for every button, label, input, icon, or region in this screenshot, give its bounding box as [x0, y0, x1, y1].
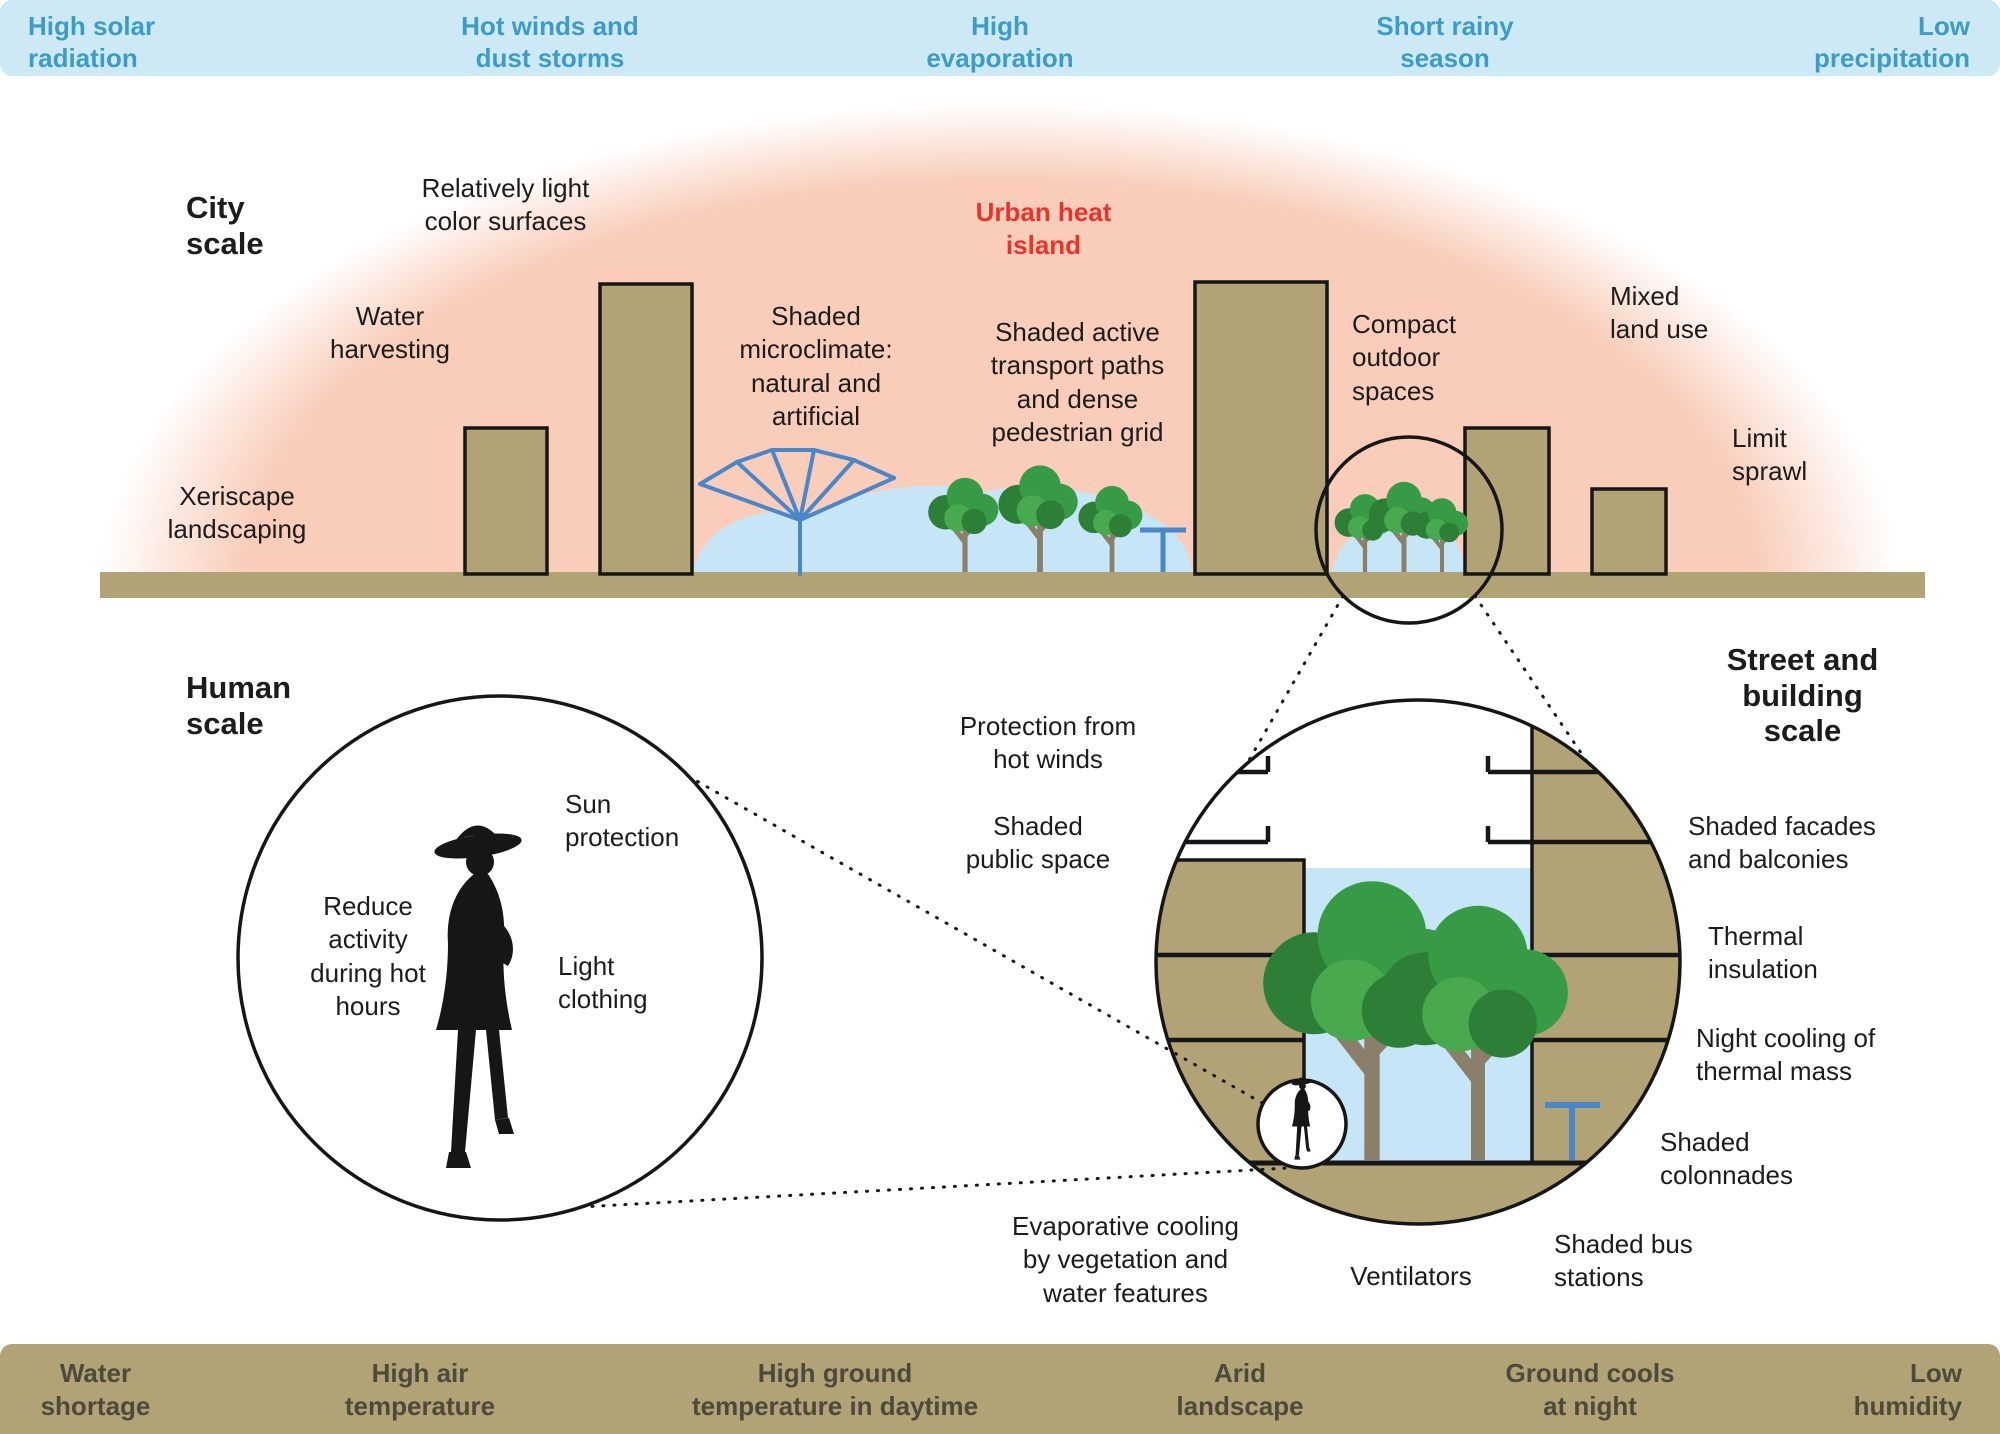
banner-item-low-humidity: Low humidity — [1853, 1358, 1962, 1421]
city-buildings — [463, 280, 1668, 576]
street-scale-title: Street and building scale — [1726, 642, 1879, 749]
city-scale-title: City scale — [186, 190, 264, 261]
callout-dashed-lines-human — [579, 774, 1290, 1209]
banner-item-water-shortage: Water shortage — [40, 1358, 151, 1421]
building — [1463, 426, 1551, 576]
banner-item-precipitation: Low precipitation — [1813, 11, 1970, 73]
building — [463, 426, 549, 576]
banner-item-hot-winds: Hot winds and dust storms — [461, 11, 639, 73]
label-mixed-land-use: Mixed land use — [1610, 281, 1709, 345]
banner-item-arid-landscape: Arid landscape — [1176, 1358, 1304, 1421]
label-light-surfaces: Relatively light color surfaces — [421, 173, 590, 237]
label-light-clothing: Light clothing — [558, 951, 648, 1015]
label-ventilators: Ventilators — [1350, 1261, 1472, 1291]
label-water-harvesting: Water harvesting — [330, 301, 450, 365]
label-shaded-colonnades: Shaded colonnades — [1660, 1127, 1793, 1191]
label-urban-heat-island: Urban heat island — [975, 197, 1112, 261]
label-evaporative-cooling: Evaporative cooling by vegetation and wa… — [1012, 1211, 1239, 1308]
street-zoom-circle — [1154, 698, 1682, 1226]
banner-item-ground-temperature: High ground temperature in daytime — [691, 1358, 979, 1421]
label-shaded-public-space: Shaded public space — [965, 811, 1111, 875]
water-feature-icon — [1140, 527, 1186, 572]
ventilator-icon — [1545, 1102, 1600, 1160]
ground-strip — [100, 572, 1925, 598]
label-xeriscape: Xeriscape landscaping — [167, 481, 307, 545]
label-night-cooling: Night cooling of thermal mass — [1696, 1023, 1876, 1087]
label-shaded-transport: Shaded active transport paths and dense … — [990, 317, 1165, 447]
urban-heat-island-dome — [100, 103, 1900, 586]
banner-item-ground-cools: Ground cools at night — [1505, 1358, 1675, 1421]
label-shaded-microclimate: Shaded microclimate: natural and artific… — [739, 301, 893, 431]
label-thermal-insulation: Thermal insulation — [1708, 921, 1818, 985]
label-sun-protection: Sun protection — [565, 789, 680, 853]
banner-item-air-temperature: High air temperature — [344, 1358, 496, 1421]
building — [1590, 487, 1668, 576]
human-scale-title: Human scale — [186, 670, 292, 741]
ground-conditions-banner: Water shortage High air temperature High… — [0, 1344, 2000, 1434]
building — [598, 282, 694, 576]
climate-top-banner: High solar radiation Hot winds and dust … — [0, 0, 2000, 76]
label-reduce-activity: Reduce activity during hot hours — [310, 891, 426, 1021]
label-shaded-bus-stations: Shaded bus stations — [1554, 1229, 1693, 1293]
label-protection-hot-winds: Protection from hot winds — [959, 711, 1137, 775]
label-shaded-facades: Shaded facades and balconies — [1688, 811, 1876, 875]
banner-item-rainy-season: Short rainy season — [1376, 11, 1514, 73]
building — [1193, 280, 1329, 576]
shade-structure-icon — [698, 448, 896, 576]
banner-item-evaporation: High evaporation — [926, 11, 1074, 73]
banner-item-solar-radiation: High solar radiation — [28, 11, 156, 73]
label-compact-outdoor: Compact outdoor spaces — [1352, 309, 1457, 406]
label-limit-sprawl: Limit sprawl — [1732, 423, 1808, 487]
skyline-zoom-circle — [1314, 435, 1504, 625]
